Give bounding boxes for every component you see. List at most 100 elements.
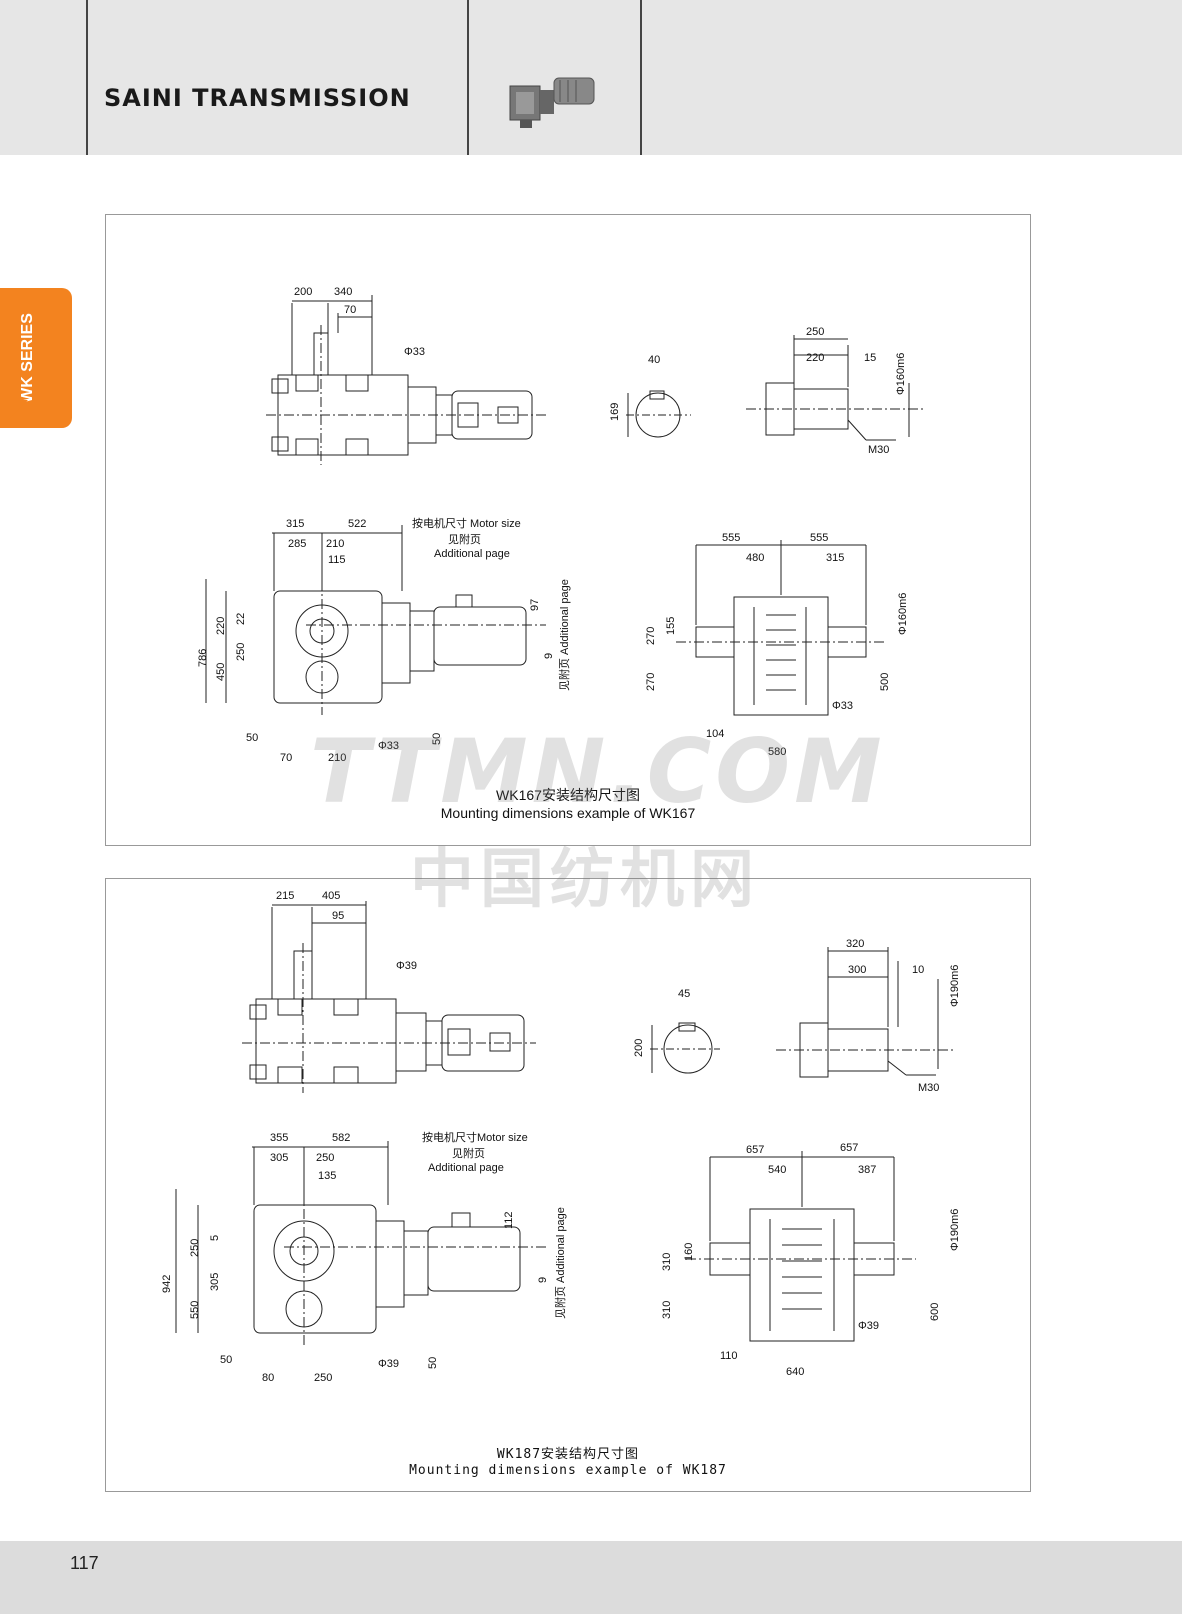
dim-label: 200 bbox=[294, 286, 312, 298]
dim-label: Φ33 bbox=[378, 740, 399, 752]
dim-label: 220 bbox=[806, 352, 824, 364]
front-view bbox=[676, 540, 886, 716]
dim-label: 355 bbox=[270, 1132, 288, 1144]
wk187-drawing-panel: 215 405 95 Φ39 45 200 320 300 10 bbox=[105, 878, 1031, 1492]
additional-page-note-en: Additional page bbox=[434, 548, 510, 560]
gearbox-product-image bbox=[509, 77, 595, 128]
wk167-caption-cn: WK167安装结构尺寸图 bbox=[496, 787, 640, 803]
dim-label: 70 bbox=[280, 752, 292, 764]
dim-label: M30 bbox=[868, 444, 889, 456]
key-section bbox=[626, 390, 691, 438]
dim-label: 15 bbox=[864, 352, 876, 364]
dim-label: 50 bbox=[427, 1357, 439, 1369]
page-number: 117 bbox=[70, 1553, 99, 1573]
dim-label: 315 bbox=[286, 518, 304, 530]
dim-label: Φ190m6 bbox=[949, 965, 961, 1007]
series-tab-label: WK SERIES bbox=[19, 313, 36, 403]
dim-label: 112 bbox=[503, 1211, 515, 1229]
dim-label: M30 bbox=[918, 1082, 939, 1094]
header-divider bbox=[640, 0, 642, 155]
dim-label: 500 bbox=[879, 673, 891, 691]
dim-label: 50 bbox=[246, 732, 258, 744]
dim-label: 160 bbox=[683, 1243, 695, 1261]
side-tab-notch bbox=[0, 400, 28, 428]
dim-label: 200 bbox=[633, 1039, 645, 1057]
wk187-caption-en: Mounting dimensions example of WK187 bbox=[409, 1463, 727, 1478]
dim-label: 22 bbox=[235, 613, 247, 625]
dim-label: 310 bbox=[661, 1253, 673, 1271]
dim-label: 320 bbox=[846, 938, 864, 950]
dim-label: Φ190m6 bbox=[949, 1209, 961, 1251]
dim-label: 169 bbox=[609, 403, 621, 421]
dim-label: 340 bbox=[334, 286, 352, 298]
dim-label: 250 bbox=[235, 643, 247, 661]
wk187-drawing: 215 405 95 Φ39 45 200 320 300 10 bbox=[161, 890, 961, 1384]
wk167-drawing: 200 340 70 Φ33 40 169 250 220 bbox=[197, 286, 926, 764]
dim-label: 250 bbox=[314, 1372, 332, 1384]
dim-label: 582 bbox=[332, 1132, 350, 1144]
dim-label: 450 bbox=[215, 663, 227, 681]
top-view bbox=[266, 295, 546, 465]
watermark-text-cn: 中国纺机网 bbox=[410, 843, 760, 917]
dim-label: 10 bbox=[912, 964, 924, 976]
dim-label: 580 bbox=[768, 746, 786, 758]
dim-label: Φ160m6 bbox=[895, 353, 907, 395]
additional-page-note-en: Additional page bbox=[428, 1162, 504, 1174]
dim-label: 786 bbox=[197, 649, 209, 667]
dim-label: 405 bbox=[322, 890, 340, 902]
dim-label: Φ160m6 bbox=[897, 593, 909, 635]
wk167-drawing-panel: 200 340 70 Φ33 40 169 250 220 bbox=[105, 214, 1031, 846]
dim-label: 80 bbox=[262, 1372, 274, 1384]
dim-label: 640 bbox=[786, 1366, 804, 1378]
motor-size-note: 按电机尺寸 Motor size bbox=[412, 516, 521, 530]
wk167-caption-en: Mounting dimensions example of WK167 bbox=[440, 805, 696, 821]
dim-label: 540 bbox=[768, 1164, 786, 1176]
motor-size-note: 按电机尺寸Motor size bbox=[422, 1130, 528, 1144]
dim-label: 300 bbox=[848, 964, 866, 976]
dim-label: 135 bbox=[318, 1170, 336, 1182]
dim-label: 270 bbox=[645, 627, 657, 645]
dim-label: 480 bbox=[746, 552, 764, 564]
brand-logo-text: SAINI TRANSMISSION bbox=[104, 84, 411, 112]
wk187-caption-cn: WK187安装结构尺寸图 bbox=[496, 1447, 640, 1462]
front-view bbox=[686, 1151, 916, 1342]
dim-label: 657 bbox=[746, 1144, 764, 1156]
dim-label: Φ33 bbox=[832, 700, 853, 712]
dim-label: 305 bbox=[209, 1273, 221, 1291]
header-divider bbox=[86, 0, 88, 155]
shaft-detail bbox=[776, 947, 956, 1078]
dim-label: 522 bbox=[348, 518, 366, 530]
dim-label: 310 bbox=[661, 1301, 673, 1319]
dim-label: 555 bbox=[722, 532, 740, 544]
dim-label: 305 bbox=[270, 1152, 288, 1164]
dim-label: Φ39 bbox=[858, 1320, 879, 1332]
dim-label: 250 bbox=[316, 1152, 334, 1164]
dim-label: 9 bbox=[537, 1277, 549, 1283]
dim-label: 155 bbox=[665, 617, 677, 635]
dim-label: 110 bbox=[720, 1350, 738, 1362]
dim-label: 115 bbox=[328, 554, 346, 566]
dim-label: 555 bbox=[810, 532, 828, 544]
additional-page-note-cn: 见附页 bbox=[452, 1146, 485, 1160]
dim-label: 9 bbox=[543, 653, 555, 659]
dim-label: 45 bbox=[678, 988, 690, 1000]
dim-label: 70 bbox=[344, 304, 356, 316]
additional-page-note-cn: 见附页 bbox=[448, 532, 481, 546]
page-footer: 117 bbox=[0, 1541, 1182, 1614]
dim-label: 250 bbox=[189, 1239, 201, 1257]
dim-label: 600 bbox=[929, 1303, 941, 1321]
dim-label: 270 bbox=[645, 673, 657, 691]
page-header: SAINI TRANSMISSION bbox=[0, 0, 1182, 155]
shaft-detail bbox=[746, 335, 926, 441]
dim-label: 104 bbox=[706, 728, 724, 740]
watermark-text: TTMN.COM bbox=[310, 720, 886, 823]
dim-label: 315 bbox=[826, 552, 844, 564]
top-view bbox=[242, 901, 536, 1093]
dim-label: 942 bbox=[161, 1275, 173, 1293]
dim-label: 285 bbox=[288, 538, 306, 550]
dim-label: 550 bbox=[189, 1301, 201, 1319]
header-divider bbox=[467, 0, 469, 155]
additional-page-vertical: 见附页 Additional page bbox=[553, 1207, 567, 1319]
dim-label: 50 bbox=[220, 1354, 232, 1366]
dim-label: Φ39 bbox=[378, 1358, 399, 1370]
